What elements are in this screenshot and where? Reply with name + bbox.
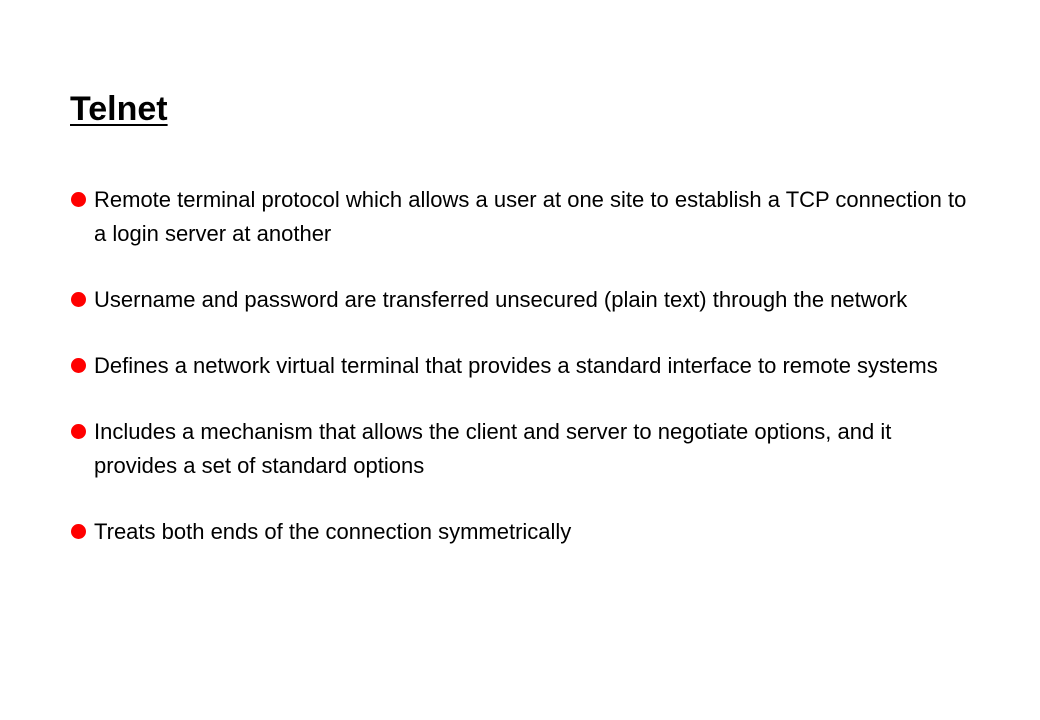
bullet-text: Remote terminal protocol which allows a … [94,187,967,246]
slide-title: Telnet [70,90,168,128]
bullet-text: Includes a mechanism that allows the cli… [94,419,892,478]
bullet-item: Remote terminal protocol which allows a … [70,183,970,251]
bullet-text: Username and password are transferred un… [94,287,908,312]
bullet-item: Treats both ends of the connection symme… [70,515,970,549]
bullet-text: Defines a network virtual terminal that … [94,353,938,378]
bullet-item: Includes a mechanism that allows the cli… [70,415,970,483]
bullet-dot-icon [71,192,86,207]
bullet-dot-icon [71,292,86,307]
bullet-list: Remote terminal protocol which allows a … [70,183,970,549]
bullet-dot-icon [71,524,86,539]
bullet-text: Treats both ends of the connection symme… [94,519,572,544]
bullet-item: Username and password are transferred un… [70,283,970,317]
bullet-dot-icon [71,424,86,439]
bullet-item: Defines a network virtual terminal that … [70,349,970,383]
bullet-dot-icon [71,358,86,373]
